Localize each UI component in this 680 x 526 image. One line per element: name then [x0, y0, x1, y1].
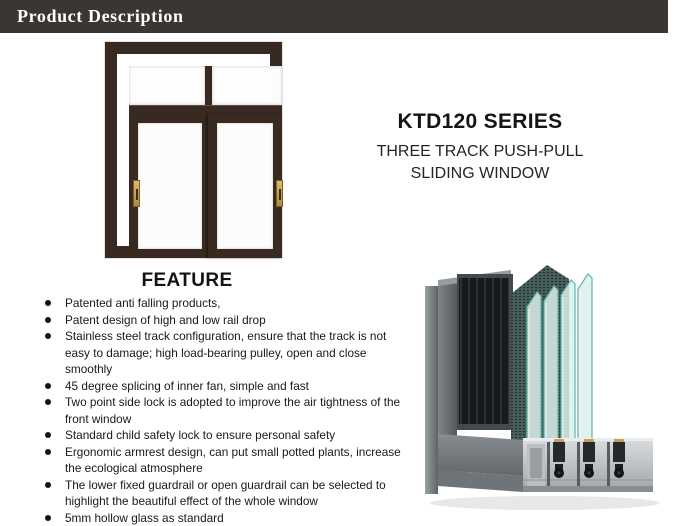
glass-panes: [526, 273, 593, 449]
glass-highlights: [528, 291, 581, 446]
sash-handle-left: [133, 180, 140, 207]
series-title-block: KTD120 SERIES THREE TRACK PUSH-PULL SLID…: [355, 110, 605, 185]
transom-pane-right: [212, 66, 282, 105]
section-header-bar: Product Description: [0, 0, 668, 33]
sliding-sash-left: [129, 114, 211, 258]
transom-mullion: [205, 66, 212, 105]
sill-front: [438, 434, 523, 492]
bullet-icon: [45, 514, 51, 521]
bullet-icon: [45, 333, 51, 339]
bullet-icon: [45, 448, 51, 455]
transom-divider: [129, 105, 282, 114]
list-item: Standard child safety lock to ensure per…: [45, 427, 423, 444]
window-product-photo: [105, 42, 283, 258]
ground-shadow: [430, 496, 660, 510]
sliding-sash-right: [208, 114, 282, 258]
series-subtitle-line1: THREE TRACK PUSH-PULL: [376, 143, 584, 160]
list-item: Patent design of high and low rail drop: [45, 312, 423, 329]
window-outer-frame: [105, 42, 283, 258]
transom-pane-left: [129, 66, 205, 105]
list-item: The lower fixed guardrail or open guardr…: [45, 477, 423, 510]
list-item: Ergonomic armrest design, can put small …: [45, 444, 423, 477]
bullet-icon: [45, 399, 51, 405]
profile-cutaway-svg: [425, 265, 660, 510]
series-subtitle-line2: SLIDING WINDOW: [410, 165, 550, 182]
frame-jamb: [425, 270, 511, 494]
bullet-icon: [45, 432, 51, 438]
profile-cutaway-image: [415, 262, 680, 526]
list-item: Two point side lock is adopted to improv…: [45, 394, 423, 427]
sash-profiles-dark: [457, 274, 513, 430]
track-rollers: [547, 439, 625, 486]
page-title: Product Description: [17, 6, 184, 26]
bullet-icon: [45, 382, 51, 389]
list-item: Stainless steel track configuration, ens…: [45, 328, 423, 378]
bullet-icon: [45, 300, 51, 306]
series-title: KTD120 SERIES: [397, 110, 563, 133]
feature-list: Patented anti falling products, Patent d…: [45, 295, 423, 526]
feature-heading: FEATURE: [141, 270, 233, 291]
list-item: Patented anti falling products,: [45, 295, 423, 312]
bullet-icon: [45, 481, 51, 488]
sash-handle-right: [276, 180, 283, 207]
list-item: 5mm hollow glass as standard: [45, 510, 423, 526]
list-item: 45 degree splicing of inner fan, simple …: [45, 378, 423, 395]
bullet-icon: [45, 316, 51, 323]
